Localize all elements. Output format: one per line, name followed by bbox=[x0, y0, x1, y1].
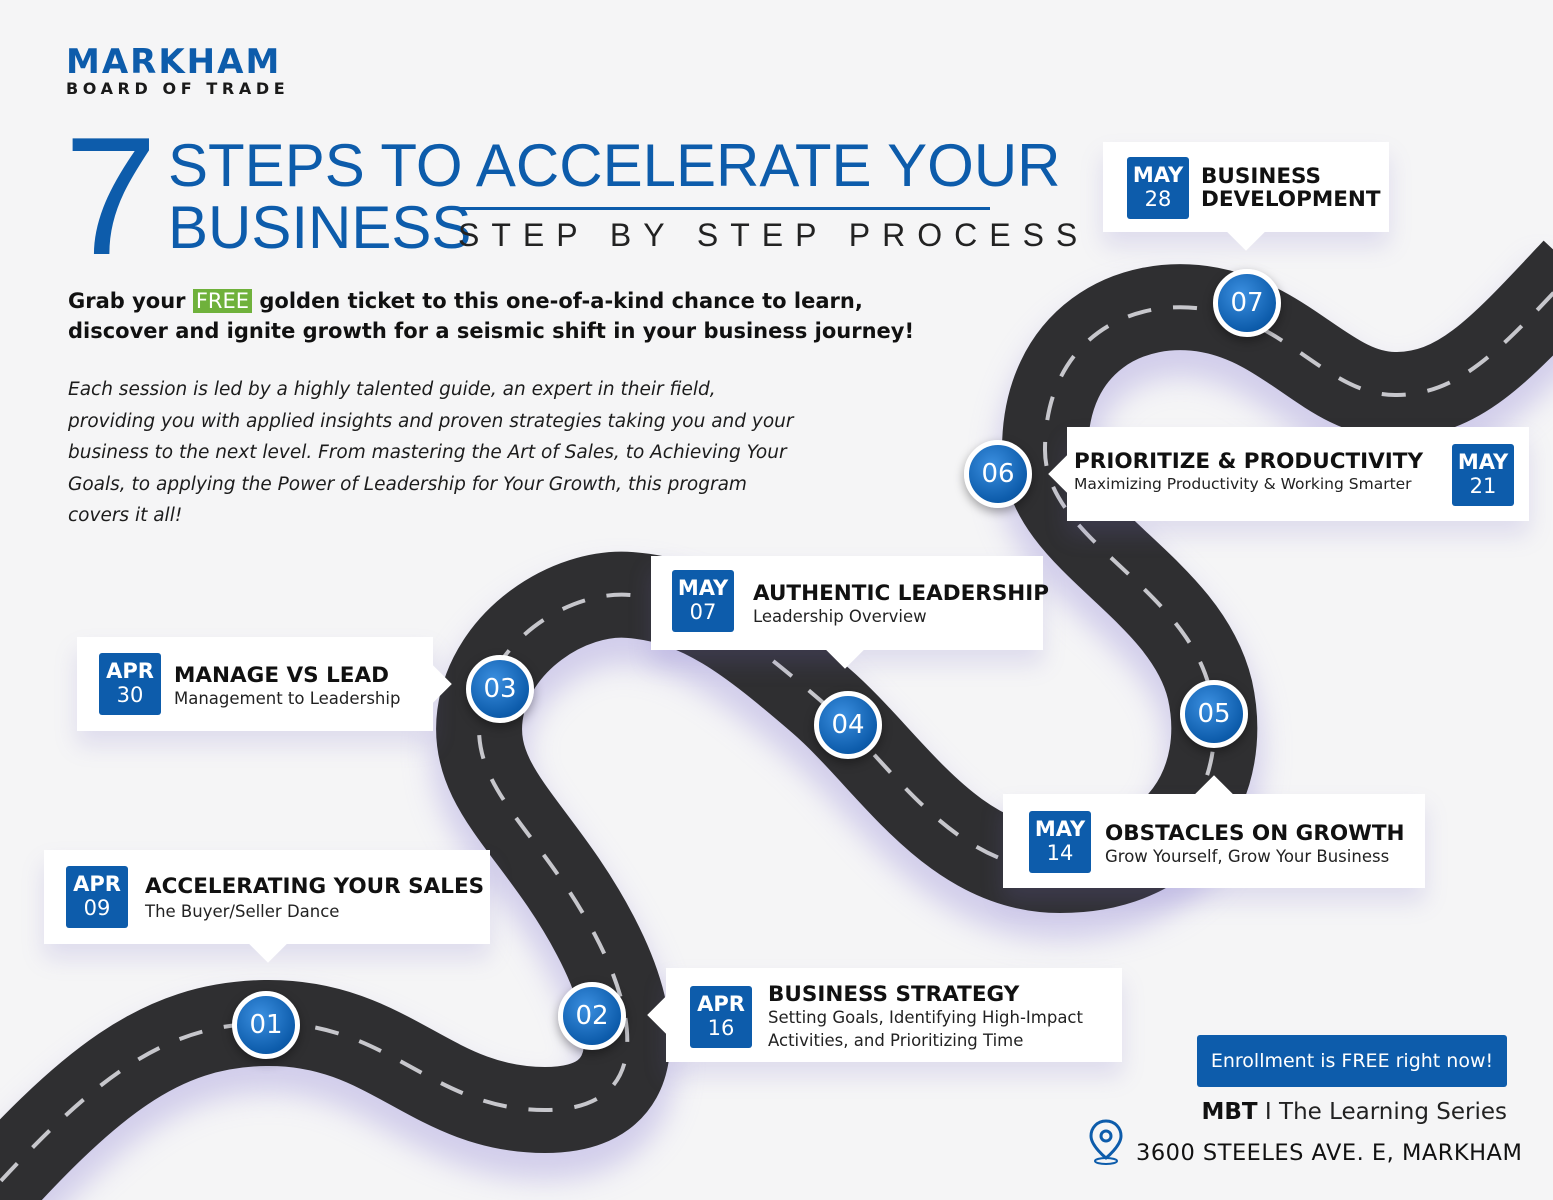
step-subtitle-01: The Buyer/Seller Dance bbox=[145, 902, 340, 921]
step-subtitle-02-line-2: Activities, and Prioritizing Time bbox=[768, 1031, 1024, 1050]
date-day: 16 bbox=[707, 1016, 735, 1040]
series-name: The Learning Series bbox=[1279, 1099, 1507, 1125]
date-badge-03: APR 30 bbox=[99, 653, 161, 715]
step-subtitle-05: Grow Yourself, Grow Your Business bbox=[1105, 847, 1390, 866]
intro-text: Grab your FREE golden ticket to this one… bbox=[68, 286, 938, 346]
date-month: MAY bbox=[1132, 163, 1184, 187]
step-marker-06: 06 bbox=[964, 440, 1032, 508]
step-title-05: OBSTACLES ON GROWTH bbox=[1105, 821, 1405, 846]
steps-number: 7 bbox=[64, 102, 158, 290]
markham-board-of-trade-logo: MARKHAM BOARD OF TRADE bbox=[66, 44, 289, 98]
date-badge-01: APR 09 bbox=[66, 866, 128, 928]
page-title-line-1: STEPS TO ACCELERATE YOUR bbox=[168, 132, 1061, 199]
program-description: Each session is led by a highly talented… bbox=[68, 379, 794, 526]
step-marker-04: 04 bbox=[814, 691, 882, 759]
step-subtitle-06: Maximizing Productivity & Working Smarte… bbox=[1074, 475, 1412, 493]
date-day: 30 bbox=[116, 683, 144, 707]
date-day: 14 bbox=[1046, 841, 1074, 865]
step-subtitle-02: Setting Goals, Identifying High-Impact bbox=[768, 1008, 1083, 1027]
logo-tagline: BOARD OF TRADE bbox=[66, 79, 290, 98]
series-separator: I bbox=[1264, 1099, 1272, 1125]
step-subtitle-03: Management to Leadership bbox=[174, 689, 401, 708]
step-title-07-line-2: DEVELOPMENT bbox=[1201, 187, 1381, 212]
step-title-01: ACCELERATING YOUR SALES bbox=[145, 874, 485, 899]
logo-wordmark: MARKHAM bbox=[66, 42, 282, 82]
event-address: 3600 STEELES AVE. E, MARKHAM bbox=[1136, 1140, 1523, 1166]
step-title-06: PRIORITIZE & PRODUCTIVITY bbox=[1074, 449, 1424, 474]
date-day: 21 bbox=[1469, 474, 1497, 498]
date-badge-04: MAY 07 bbox=[672, 570, 734, 632]
date-day: 09 bbox=[83, 896, 111, 920]
intro-part-2: golden ticket to this one-of-a-kind chan… bbox=[68, 289, 915, 343]
intro-part-1: Grab your bbox=[68, 289, 186, 313]
step-marker-02: 02 bbox=[558, 982, 626, 1050]
date-badge-06: MAY 21 bbox=[1452, 444, 1514, 506]
step-title-02: BUSINESS STRATEGY bbox=[768, 982, 1020, 1007]
free-highlight: FREE bbox=[192, 289, 253, 313]
step-title-03: MANAGE VS LEAD bbox=[174, 663, 389, 688]
org-abbreviation: MBT bbox=[1201, 1099, 1258, 1125]
enrollment-button[interactable]: Enrollment is FREE right now! bbox=[1197, 1035, 1507, 1087]
learning-series-label: MBT I The Learning Series bbox=[1197, 1096, 1507, 1128]
date-badge-07: MAY 28 bbox=[1127, 157, 1189, 219]
date-badge-02: APR 16 bbox=[690, 986, 752, 1048]
road-center-line bbox=[0, 290, 1553, 1185]
date-month: APR bbox=[73, 872, 121, 896]
date-day: 07 bbox=[689, 600, 717, 624]
date-month: MAY bbox=[1034, 817, 1086, 841]
step-marker-03: 03 bbox=[466, 655, 534, 723]
step-title-04: AUTHENTIC LEADERSHIP bbox=[753, 581, 1050, 606]
step-title-07: BUSINESS bbox=[1201, 164, 1322, 189]
date-month: MAY bbox=[677, 576, 729, 600]
step-subtitle-04: Leadership Overview bbox=[753, 607, 927, 626]
date-badge-05: MAY 14 bbox=[1029, 811, 1091, 873]
date-day: 28 bbox=[1144, 187, 1172, 211]
step-marker-05: 05 bbox=[1180, 680, 1248, 748]
step-marker-01: 01 bbox=[232, 991, 300, 1059]
page-subtitle: STEP BY STEP PROCESS bbox=[458, 217, 1090, 253]
step-marker-07: 07 bbox=[1213, 269, 1281, 337]
date-month: MAY bbox=[1457, 450, 1509, 474]
page-title-line-2: BUSINESS bbox=[168, 194, 472, 261]
location-pin-icon bbox=[1089, 1119, 1123, 1165]
date-month: APR bbox=[106, 659, 154, 683]
date-month: APR bbox=[697, 992, 745, 1016]
title-divider bbox=[458, 207, 990, 210]
